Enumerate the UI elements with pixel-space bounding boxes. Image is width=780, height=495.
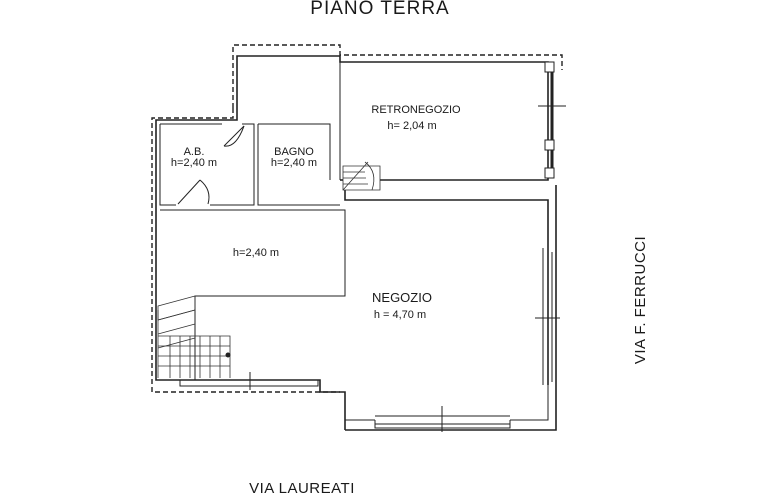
street-east: VIA F. FERRUCCI [632, 236, 649, 364]
ab-height: h=2,40 m [171, 157, 217, 169]
retronegozio-name: RETRONEGOZIO [371, 104, 461, 116]
negozio-name: NEGOZIO [372, 290, 432, 305]
bagno-height: h=2,40 m [271, 157, 317, 169]
retronegozio-height: h= 2,04 m [387, 120, 436, 132]
small-stair [342, 161, 381, 191]
doors [177, 125, 245, 205]
property-boundary [151, 44, 563, 393]
plan-title: PIANO TERRA [310, 0, 449, 19]
bagno-name: BAGNO [274, 146, 314, 158]
street-south: VIA LAUREATI [249, 480, 355, 495]
staircase [157, 295, 231, 378]
negozio-height: h = 4,70 m [374, 309, 426, 321]
walls [155, 55, 566, 432]
ab-name: A.B. [184, 146, 205, 158]
corridor-height: h=2,40 m [233, 247, 279, 259]
